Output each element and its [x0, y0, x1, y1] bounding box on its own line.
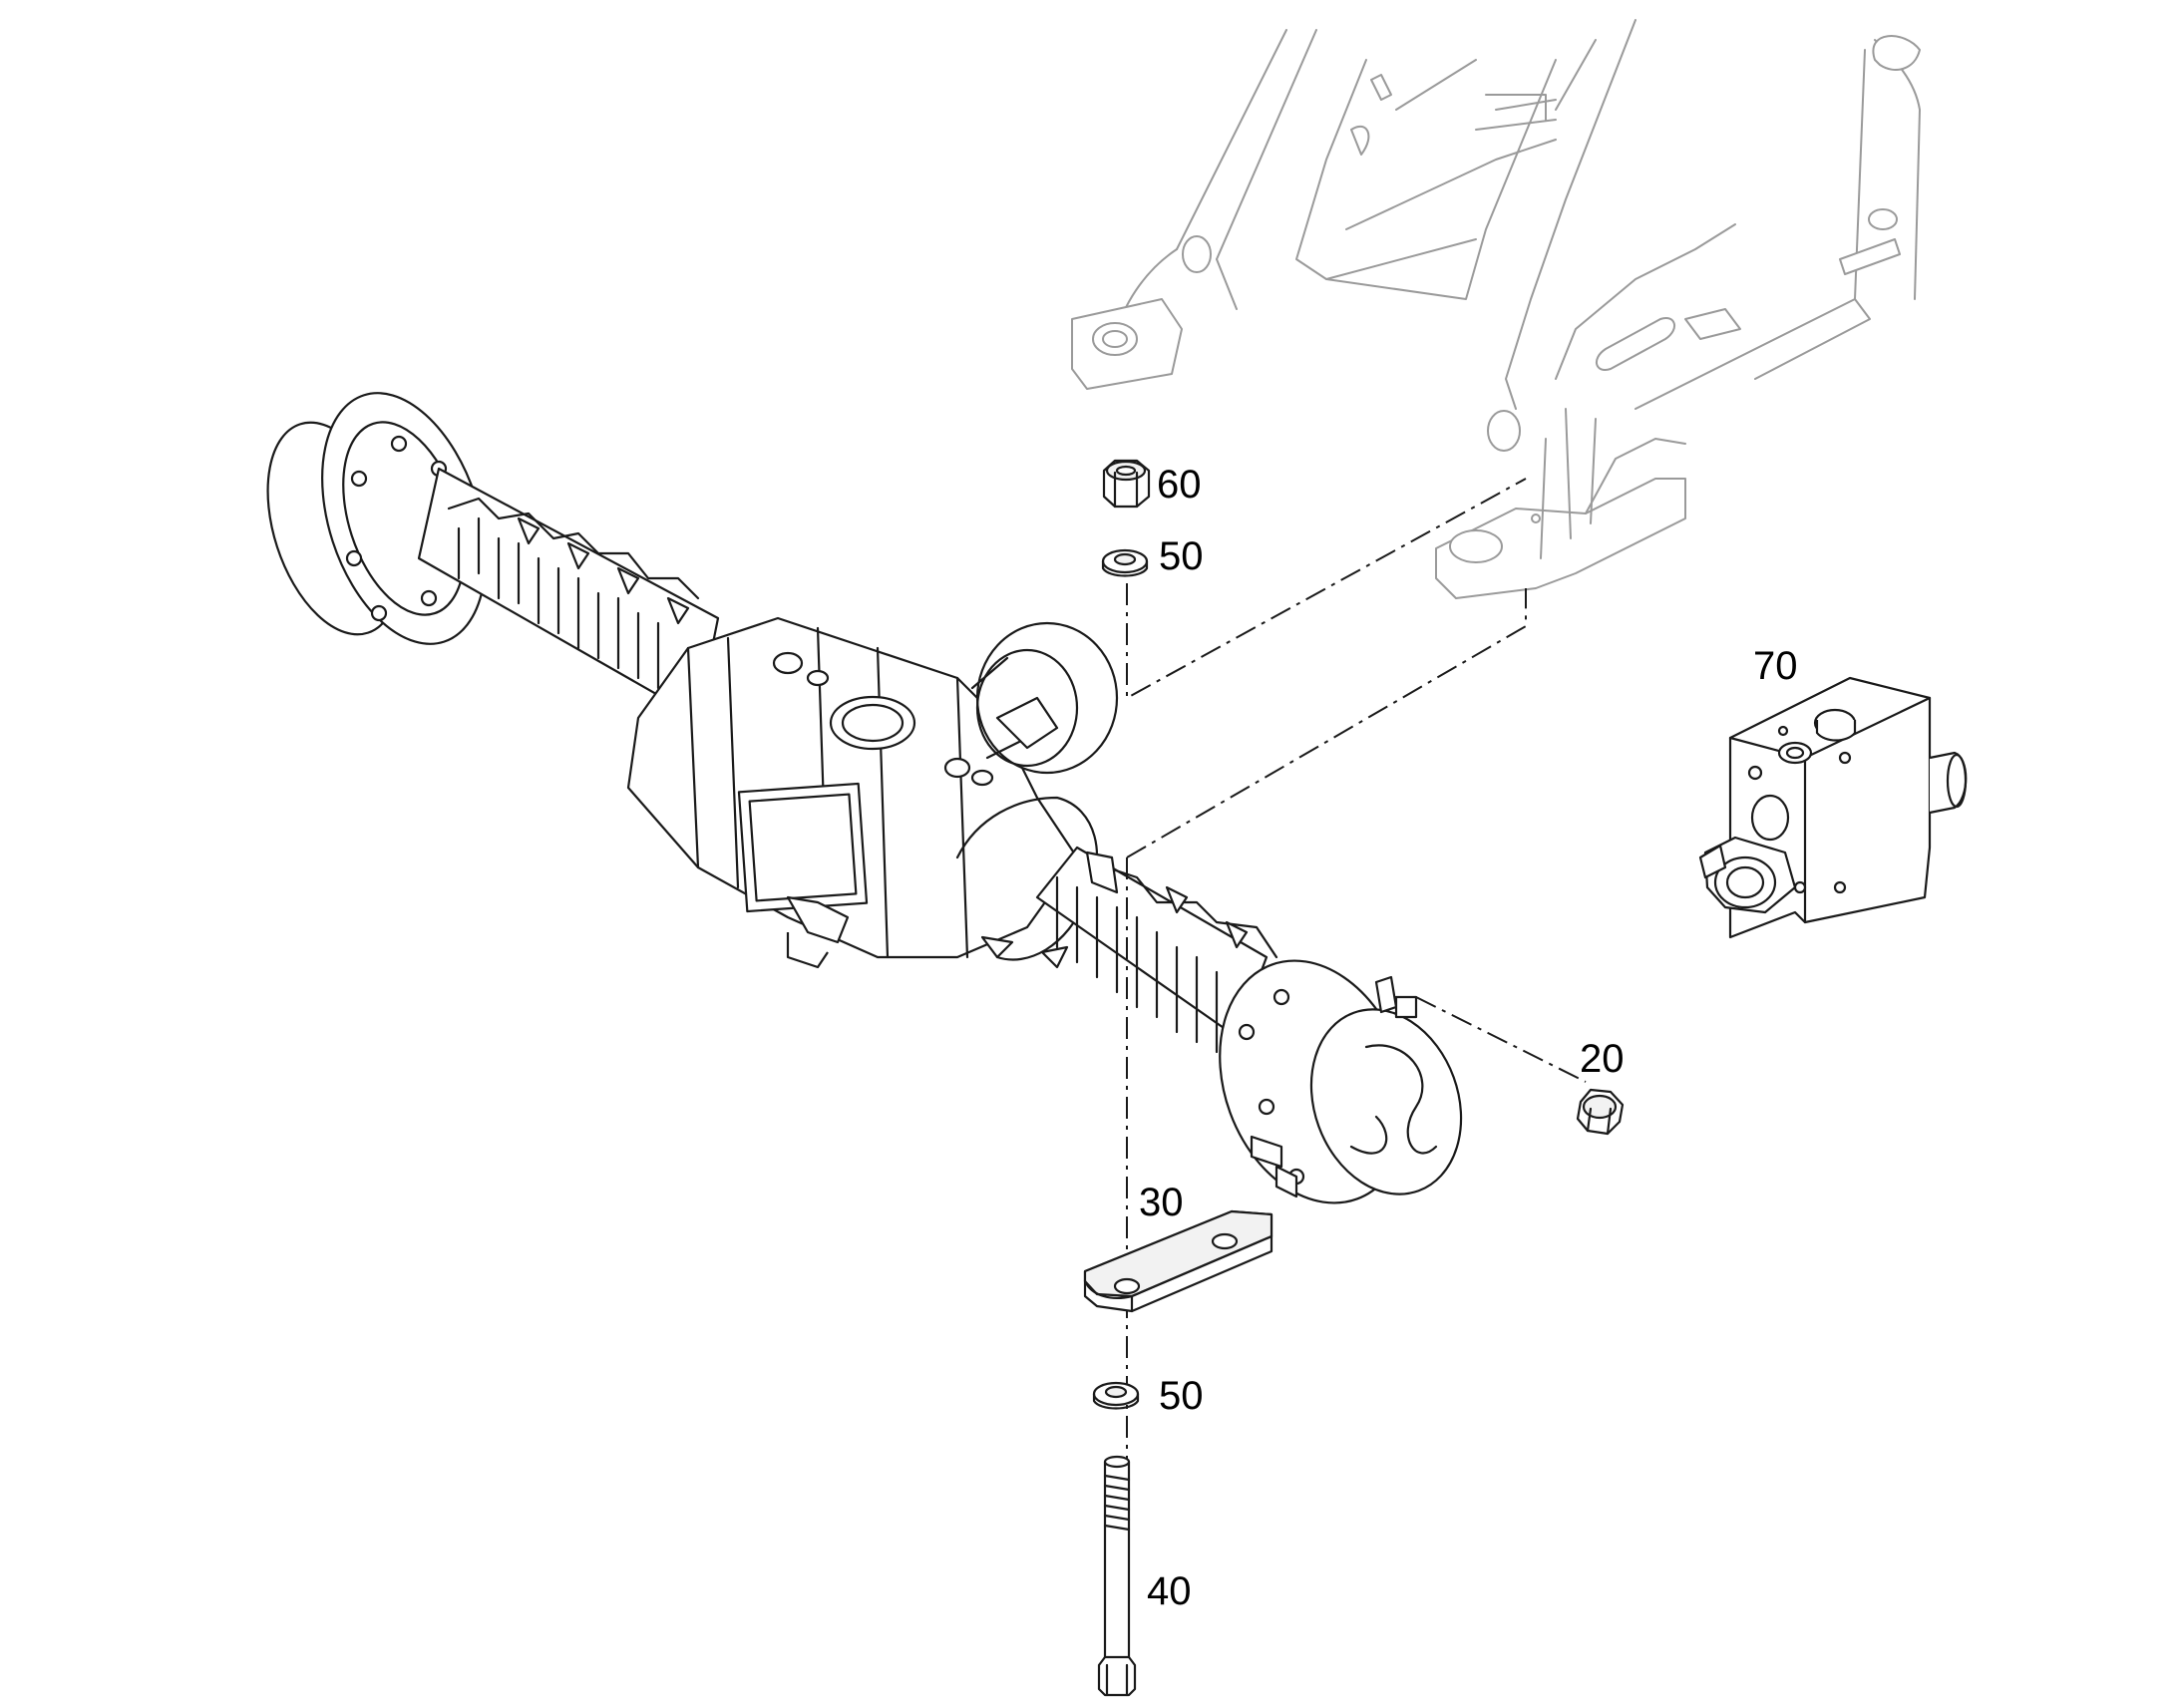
valve-block-icon	[1698, 676, 1968, 939]
spacer-plate-icon	[1083, 1209, 1273, 1313]
nut-icon	[1102, 459, 1151, 509]
callout-70: 70	[1753, 644, 1798, 688]
callout-50-bottom: 50	[1159, 1374, 1204, 1418]
washer-icon	[1092, 1381, 1140, 1410]
callout-40: 40	[1147, 1569, 1192, 1613]
callout-60: 60	[1157, 463, 1202, 507]
axle-assembly	[266, 392, 1463, 1204]
callout-50-top: 50	[1159, 534, 1204, 578]
callout-30: 30	[1139, 1181, 1184, 1224]
vehicle-frame	[1071, 19, 1921, 599]
callout-20: 20	[1580, 1037, 1625, 1081]
washer-icon	[1101, 548, 1149, 577]
nut-icon	[1576, 1088, 1625, 1136]
bolt-icon	[1097, 1455, 1137, 1697]
